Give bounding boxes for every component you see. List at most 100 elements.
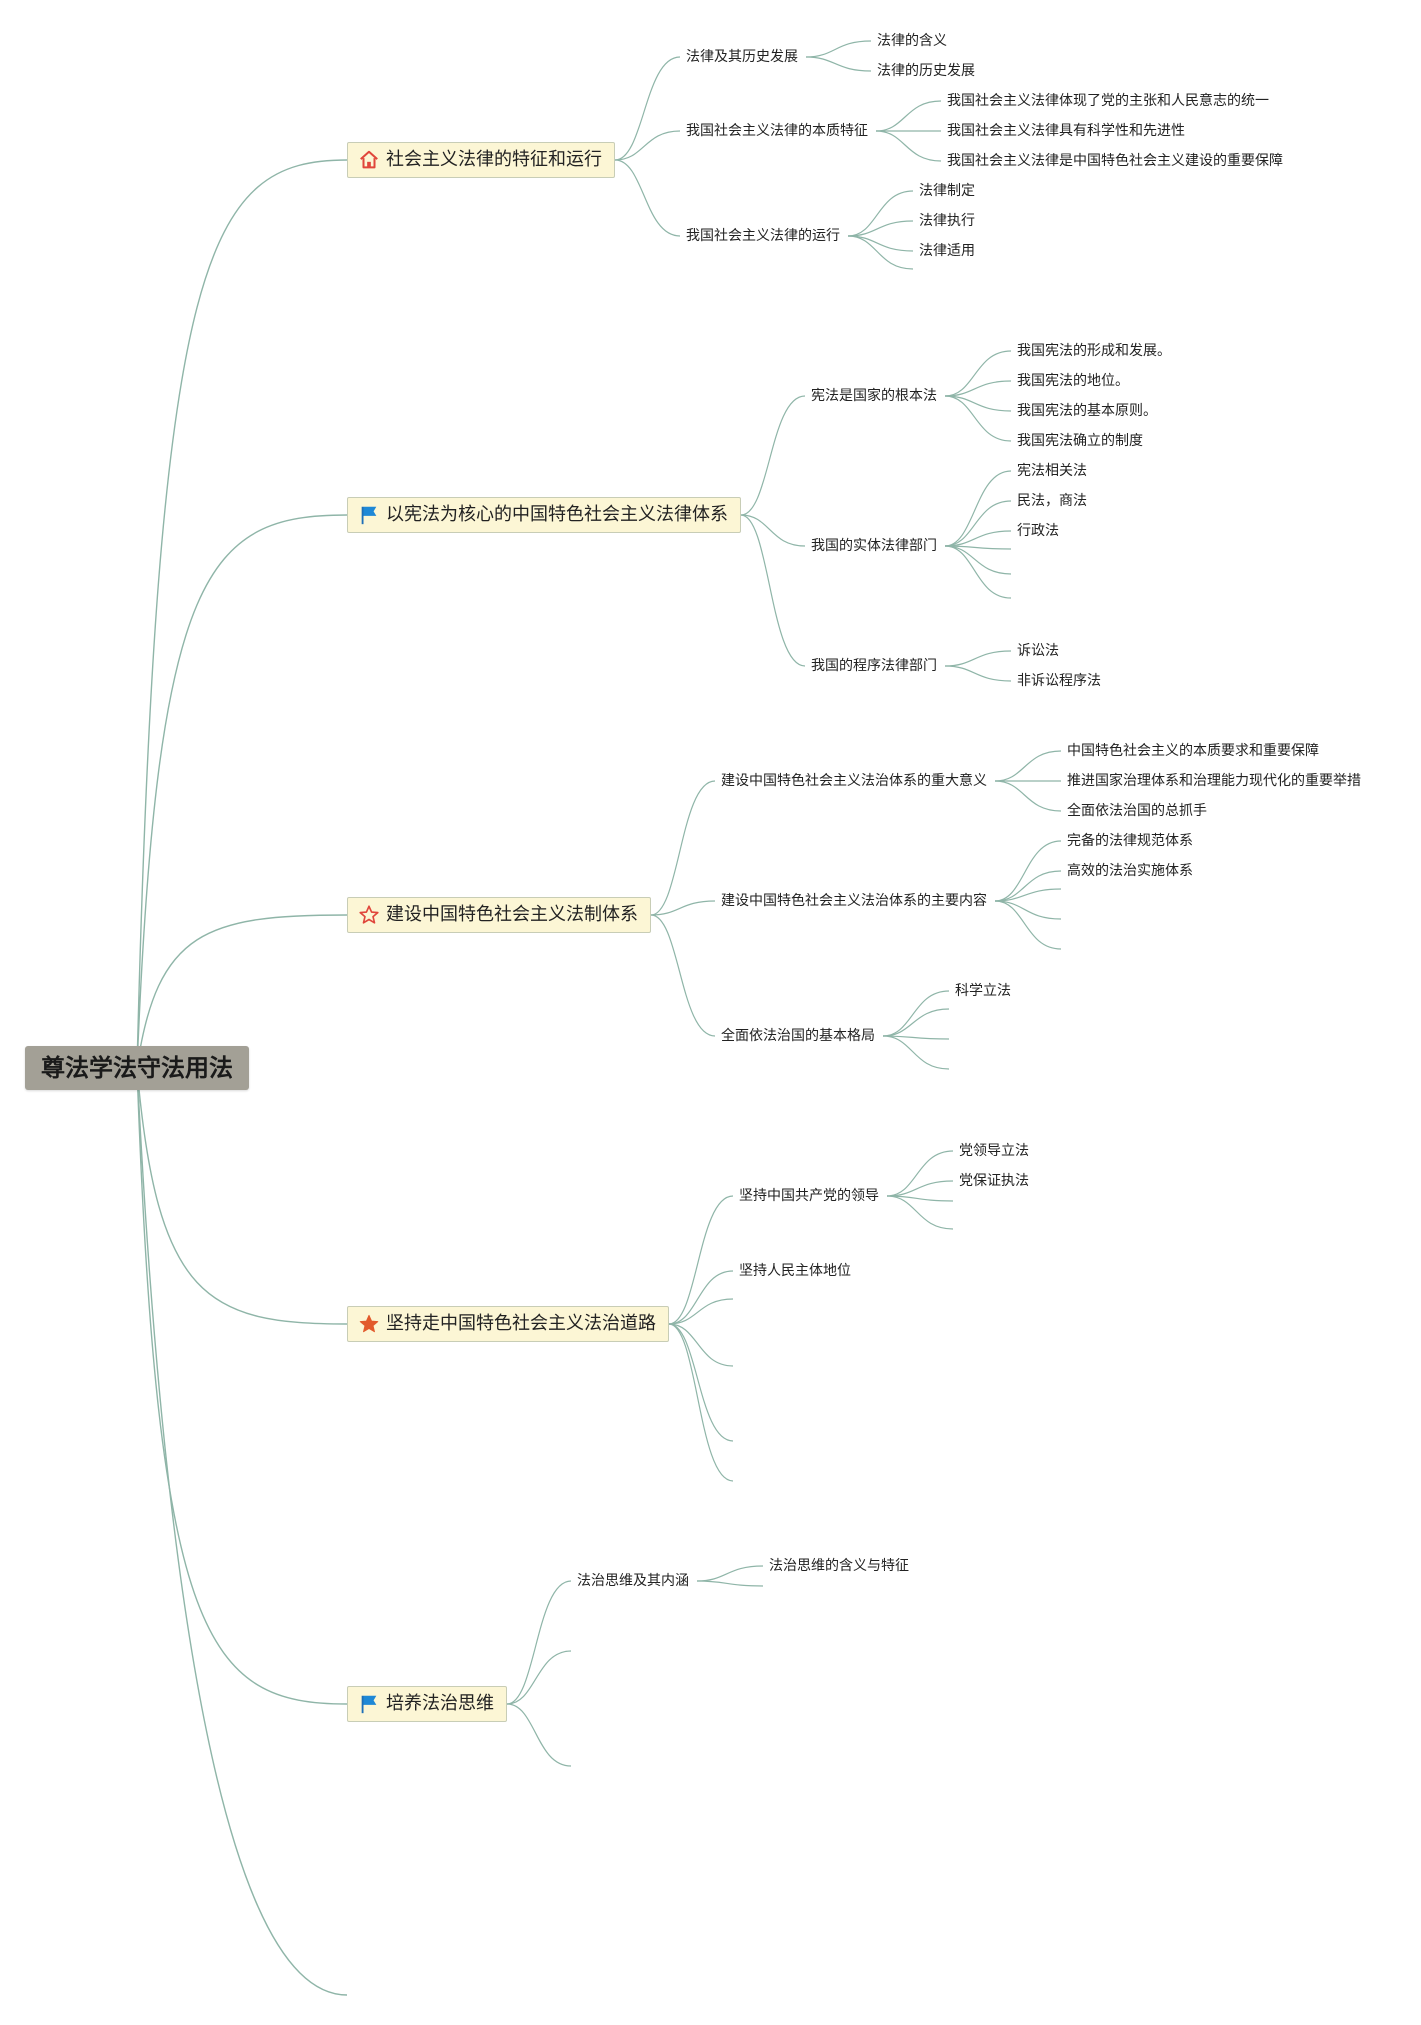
leaf-connector (944, 500, 1012, 547)
main-topic-label: 社会主义法律的特征和运行 (386, 149, 602, 170)
subtopic[interactable]: 我国社会主义法律的本质特征 (686, 123, 868, 139)
subtopic[interactable]: 全面依法治国的基本格局 (721, 1028, 875, 1044)
leaf-topic[interactable]: 法律的含义 (877, 33, 947, 49)
leaf-connector (944, 545, 1012, 599)
leaf-connector (847, 235, 914, 252)
subtopic[interactable]: 坚持中国共产党的领导 (739, 1188, 879, 1204)
leaf-connector (994, 900, 1062, 920)
home-icon (360, 150, 378, 169)
leaf-topic[interactable]: 我国社会主义法律具有科学性和先进性 (947, 123, 1185, 139)
branch-connector (668, 1195, 734, 1325)
subtopic[interactable]: 法律及其历史发展 (686, 49, 798, 65)
leaf-topic[interactable]: 全面依法治国的总抓手 (1067, 803, 1207, 819)
leaf-topic[interactable]: 我国社会主义法律是中国特色社会主义建设的重要保障 (947, 153, 1283, 169)
subtopic[interactable]: 我国的程序法律部门 (811, 658, 937, 674)
subtopic[interactable]: 宪法是国家的根本法 (811, 388, 937, 404)
leaf-topic[interactable]: 法律制定 (919, 183, 975, 199)
branch-connector (668, 1323, 734, 1482)
root-connector (136, 514, 348, 1069)
branch-connector (668, 1270, 734, 1325)
branch-connector (506, 1703, 572, 1767)
flag-icon (361, 1695, 377, 1714)
leaf-connector (994, 750, 1062, 782)
leaf-connector (847, 220, 914, 237)
leaf-connector (994, 840, 1062, 902)
flag-icon (361, 506, 377, 525)
leaf-topic[interactable]: 非诉讼程序法 (1017, 673, 1101, 689)
leaf-connector (875, 100, 942, 132)
subtopic[interactable]: 我国社会主义法律的运行 (686, 228, 840, 244)
leaf-connector (944, 650, 1012, 667)
leaf-topic[interactable]: 法律适用 (919, 243, 975, 259)
branch-connector (668, 1323, 734, 1442)
leaf-connector (882, 1008, 950, 1037)
main-topic-label: 坚持走中国特色社会主义法治道路 (386, 1313, 656, 1334)
leaf-topic[interactable]: 我国宪法确立的制度 (1017, 433, 1143, 449)
root-label: 尊法学法守法用法 (41, 1054, 233, 1082)
leaf-topic[interactable]: 宪法相关法 (1017, 463, 1087, 479)
branch-connector (650, 900, 716, 916)
subtopic[interactable]: 建设中国特色社会主义法治体系的主要内容 (721, 893, 987, 909)
leaf-connector (696, 1580, 764, 1587)
branch-connector (614, 56, 681, 161)
leaf-topic[interactable]: 科学立法 (955, 983, 1011, 999)
leaf-connector (994, 780, 1062, 812)
branch-connector (740, 395, 806, 516)
leaf-connector (696, 1565, 764, 1582)
leaf-topic[interactable]: 我国社会主义法律体现了党的主张和人民意志的统一 (947, 93, 1269, 109)
leaf-topic[interactable]: 法律的历史发展 (877, 63, 975, 79)
main-topic-2[interactable]: 以宪法为核心的中国特色社会主义法律体系 (347, 497, 741, 533)
leaf-connector (944, 395, 1012, 412)
root-connector (136, 1067, 348, 1325)
leaf-topic[interactable]: 法律执行 (919, 213, 975, 229)
leaf-connector (847, 190, 914, 237)
subtopic[interactable]: 坚持人民主体地位 (739, 1263, 851, 1279)
root-connector (136, 914, 348, 1069)
branch-stub (347, 1995, 348, 1996)
main-topic-label: 建设中国特色社会主义法制体系 (386, 904, 638, 925)
leaf-connector (805, 56, 872, 72)
branch-connector (650, 780, 716, 916)
leaf-connector (875, 130, 942, 162)
leaf-connector (886, 1195, 954, 1202)
leaf-topic[interactable]: 诉讼法 (1017, 643, 1059, 659)
subtopic[interactable]: 法治思维及其内涵 (577, 1573, 689, 1589)
leaf-topic[interactable]: 中国特色社会主义的本质要求和重要保障 (1067, 743, 1319, 759)
branch-connector (740, 514, 806, 547)
branch-connector (614, 130, 681, 161)
main-topic-4[interactable]: 坚持走中国特色社会主义法治道路 (347, 1306, 669, 1342)
leaf-topic[interactable]: 党保证执法 (959, 1173, 1029, 1189)
leaf-connector (886, 1150, 954, 1197)
main-topic-1[interactable]: 社会主义法律的特征和运行 (347, 142, 615, 178)
leaf-connector (944, 545, 1012, 575)
leaf-connector (994, 870, 1062, 902)
branch-connector (506, 1580, 572, 1705)
leaf-topic[interactable]: 民法，商法 (1017, 493, 1087, 509)
leaf-topic[interactable]: 我国宪法的地位。 (1017, 373, 1129, 389)
branch-connector (740, 514, 806, 667)
main-topic-label: 以宪法为核心的中国特色社会主义法律体系 (386, 504, 728, 525)
star-outline-icon (359, 905, 379, 924)
leaf-connector (994, 888, 1062, 902)
leaf-topic[interactable]: 完备的法律规范体系 (1067, 833, 1193, 849)
leaf-topic[interactable]: 党领导立法 (959, 1143, 1029, 1159)
root-node[interactable]: 尊法学法守法用法 (25, 1046, 249, 1090)
subtopic[interactable]: 建设中国特色社会主义法治体系的重大意义 (721, 773, 987, 789)
branch-connector (668, 1323, 734, 1367)
main-topic-3[interactable]: 建设中国特色社会主义法制体系 (347, 897, 651, 933)
root-connector (136, 159, 348, 1069)
leaf-connector (944, 380, 1012, 397)
main-topic-5[interactable]: 培养法治思维 (347, 1686, 507, 1722)
leaf-topic[interactable]: 行政法 (1017, 523, 1059, 539)
leaf-topic[interactable]: 推进国家治理体系和治理能力现代化的重要举措 (1067, 773, 1361, 789)
leaf-topic[interactable]: 高效的法治实施体系 (1067, 863, 1193, 879)
leaf-topic[interactable]: 法治思维的含义与特征 (769, 1558, 909, 1574)
leaf-connector (944, 470, 1012, 547)
subtopic[interactable]: 我国的实体法律部门 (811, 538, 937, 554)
root-connector (136, 1067, 348, 1996)
leaf-topic[interactable]: 我国宪法的形成和发展。 (1017, 343, 1171, 359)
branch-connector (506, 1650, 572, 1705)
leaf-topic[interactable]: 我国宪法的基本原则。 (1017, 403, 1157, 419)
branch-connector (668, 1298, 734, 1325)
